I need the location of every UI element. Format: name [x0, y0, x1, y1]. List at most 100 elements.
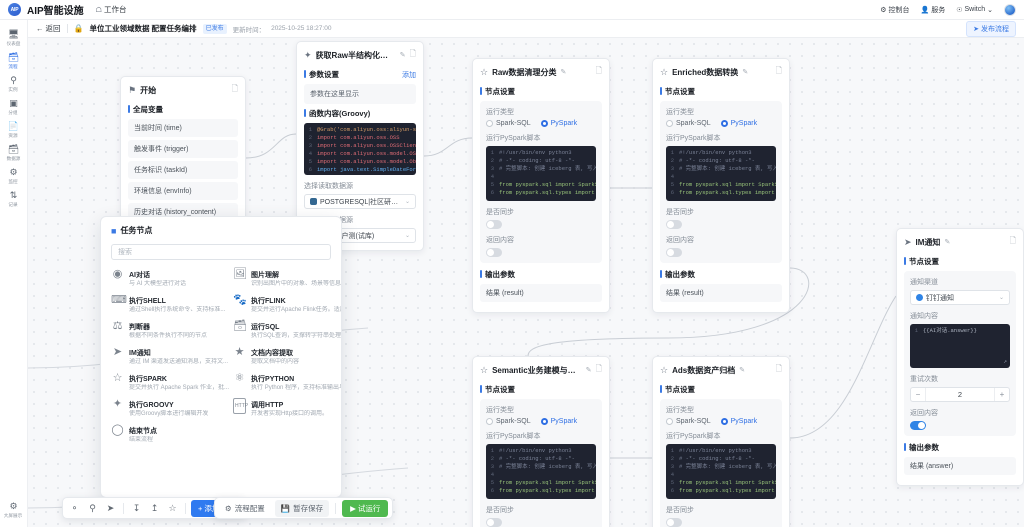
- copy-icon[interactable]: 🗋: [775, 66, 782, 75]
- node-enriched-data-transform[interactable]: ☆ Enriched数据转换 ✎ 🗋 节点设置 运行类型 Spark-SQL: [652, 58, 790, 313]
- align-up-icon[interactable]: ↥: [150, 502, 159, 513]
- palette-item-branch[interactable]: ⚖ 判断器 根据不同条件执行不同的节点: [111, 320, 229, 340]
- palette-item-end[interactable]: ◯ 结束节点 结束流程: [111, 424, 229, 444]
- copy-icon[interactable]: 🗋: [595, 66, 602, 75]
- radio-spark-sql[interactable]: Spark-SQL: [666, 418, 711, 425]
- palette-item-http[interactable]: HTTP 调用HTTP 开发者实现Http接口的调用。: [233, 398, 341, 418]
- top-bar: AIP AIP智能设施 ☖ 工作台 ⚙ 控制台 👤 服务 ☉ Switch ⌄: [0, 0, 1024, 20]
- node-title: Semantic业务建模与同步: [492, 365, 582, 375]
- topbar-service-link[interactable]: 👤 服务: [921, 5, 946, 15]
- sidebar-item-bigscreen[interactable]: ⚙ 大屏展示: [0, 498, 28, 521]
- section-label: 全局变量: [133, 105, 163, 114]
- return-content-toggle[interactable]: [910, 421, 926, 430]
- palette-item-doc-extract[interactable]: ★ 文档内容提取 提取文档中的内容: [233, 346, 341, 366]
- divider: [123, 502, 124, 514]
- pointer-icon[interactable]: ➤: [106, 502, 115, 513]
- back-button[interactable]: ← 返回: [36, 23, 61, 34]
- copy-icon[interactable]: 🗋: [775, 364, 782, 373]
- sidebar-item-resource[interactable]: 📄 资源: [0, 118, 28, 141]
- edit-pencil-icon[interactable]: ✎: [944, 239, 951, 246]
- test-run-button[interactable]: ▶ 试运行: [342, 499, 389, 517]
- sync-toggle[interactable]: [666, 518, 682, 527]
- sidebar-item-label: 记录: [8, 202, 19, 208]
- return-content-toggle[interactable]: [666, 248, 682, 257]
- sidebar-item-dashboard[interactable]: 🖥 仪表盘: [0, 26, 28, 49]
- topnav-item-workbench[interactable]: ☖ 工作台: [96, 4, 127, 15]
- sync-toggle[interactable]: [666, 220, 682, 229]
- node-raw-data-cleaning[interactable]: ☆ Raw数据清理分类 ✎ 🗋 节点设置 运行类型 Spark-SQL: [472, 58, 610, 313]
- node-ads-data-archive[interactable]: ☆ Ads数据资产归档 ✎ 🗋 节点设置 运行类型 Spark-SQL: [652, 356, 790, 527]
- topbar-switch-dropdown[interactable]: ☉ Switch ⌄: [956, 6, 993, 14]
- topbar-console-link[interactable]: ⚙ 控制台: [880, 5, 909, 15]
- edit-pencil-icon[interactable]: ✎: [560, 69, 567, 76]
- node-semantic-modeling-sync[interactable]: ☆ Semantic业务建模与同步 ✎ 🗋 节点设置 运行类型 Spark-SQ…: [472, 356, 610, 527]
- radio-pyspark[interactable]: PySpark: [540, 120, 577, 127]
- edit-pencil-icon[interactable]: ✎: [742, 69, 749, 76]
- sidebar-item-instance[interactable]: ⚲ 实例: [0, 72, 28, 95]
- edit-pencil-icon[interactable]: ✎: [399, 52, 406, 59]
- copy-icon[interactable]: 🗋: [1009, 236, 1016, 245]
- sidebar-item-datasource[interactable]: 🗃 数据源: [0, 141, 28, 164]
- code-editor-pyspark[interactable]: 1#!/usr/bin/env python3 2# -*- coding: u…: [666, 444, 776, 499]
- sidebar-item-monitor[interactable]: ⚙ 监控: [0, 164, 28, 187]
- palette-item-desc: 通过Shell执行系统命令、支持标准...: [129, 307, 226, 313]
- stepper-increment-button[interactable]: +: [994, 388, 1009, 401]
- code-editor-pyspark[interactable]: 1#!/usr/bin/env python3 2# -*- coding: u…: [486, 444, 596, 499]
- radio-dot-icon: [666, 120, 673, 127]
- palette-item-sql[interactable]: 🗃 运行SQL 执行SQL查询，支撑转字符串处理...: [233, 320, 341, 340]
- add-param-button[interactable]: 添加: [402, 71, 416, 79]
- expand-icon[interactable]: ↗: [1003, 358, 1007, 365]
- sidebar-item-flow[interactable]: 🗃 流程: [0, 49, 28, 72]
- avatar[interactable]: [1004, 3, 1016, 16]
- copy-icon[interactable]: 🗋: [595, 364, 602, 373]
- radio-pyspark[interactable]: PySpark: [720, 120, 757, 127]
- code-line-text: from pyspark.sql.types import: [499, 487, 595, 494]
- align-down-icon[interactable]: ↧: [132, 502, 141, 513]
- notify-channel-select[interactable]: 钉钉通知 ⌄: [910, 290, 1010, 305]
- sidebar-item-record[interactable]: ⇅ 记录: [0, 187, 28, 210]
- palette-item-ai-chat[interactable]: ◉ AI对话 与 AI 大模型进行对话: [111, 268, 229, 288]
- code-editor-pyspark[interactable]: 1#!/usr/bin/env python3 2# -*- coding: u…: [666, 146, 776, 201]
- edit-pencil-icon[interactable]: ✎: [739, 367, 746, 374]
- palette-item-python[interactable]: ⚛ 执行PYTHON 执行 Python 程序，支持标准输出与...: [233, 372, 341, 392]
- section-title-node-settings: 节点设置: [480, 384, 602, 395]
- code-line-number: 6: [490, 487, 494, 494]
- star-icon[interactable]: ☆: [168, 502, 177, 513]
- code-editor-pyspark[interactable]: 1#!/usr/bin/env python3 2# -*- coding: u…: [486, 146, 596, 201]
- radio-spark-sql[interactable]: Spark-SQL: [486, 120, 531, 127]
- return-content-toggle[interactable]: [486, 248, 502, 257]
- code-editor-notify-content[interactable]: 1{{AI对话.answer}} ↗: [910, 324, 1010, 368]
- task-node-palette[interactable]: ■ 任务节点 搜索 ◉ AI对话 与 AI 大模型进行对话 🖼 图片理解: [100, 216, 342, 498]
- palette-item-spark[interactable]: ☆ 执行SPARK 提交并执行 Apache Spark 作业，批...: [111, 372, 229, 392]
- stepper-decrement-button[interactable]: −: [911, 388, 926, 401]
- copy-icon[interactable]: 🗋: [409, 49, 416, 58]
- save-button[interactable]: 💾 暂存保存: [274, 499, 330, 517]
- zoom-in-icon[interactable]: ⚲: [89, 502, 96, 513]
- radio-pyspark[interactable]: PySpark: [540, 418, 577, 425]
- output-param-row: 结果 (result): [660, 284, 782, 302]
- radio-pyspark[interactable]: PySpark: [720, 418, 757, 425]
- sync-toggle[interactable]: [486, 518, 502, 527]
- publish-flow-button[interactable]: ➤ 发布流程: [966, 20, 1016, 37]
- radio-spark-sql[interactable]: Spark-SQL: [486, 418, 531, 425]
- node-im-notify[interactable]: ➤ IM通知 ✎ 🗋 节点设置 通知渠道 钉钉通知 ⌄ 通知内容: [896, 228, 1024, 486]
- palette-item-shell[interactable]: ⌨ 执行SHELL 通过Shell执行系统命令、支持标准...: [111, 294, 229, 314]
- sync-label: 是否同步: [486, 209, 514, 216]
- retry-stepper[interactable]: − 2 +: [910, 387, 1010, 402]
- edit-pencil-icon[interactable]: ✎: [585, 367, 592, 374]
- zoom-out-icon[interactable]: ⚬: [70, 502, 79, 513]
- palette-item-flink[interactable]: 🐾 执行FLINK 提交并运行Apache Flink任务。适用...: [233, 294, 341, 314]
- radio-spark-sql[interactable]: Spark-SQL: [666, 120, 711, 127]
- flow-config-button[interactable]: ⚙ 流程配置: [219, 500, 271, 517]
- palette-item-im-notify[interactable]: ➤ IM通知 通过 IM 渠道发送通知消息，支持文...: [111, 346, 229, 366]
- palette-item-image-understand[interactable]: 🖼 图片理解 识别出图片中的对象、场景等信息...: [233, 268, 341, 288]
- read-datasource-select[interactable]: POSTGRESQL|社区研发团队数据... ⌄: [304, 194, 416, 209]
- sync-toggle[interactable]: [486, 220, 502, 229]
- search-input[interactable]: 搜索: [111, 244, 331, 260]
- copy-icon[interactable]: 🗋: [231, 84, 238, 93]
- sidebar-item-group[interactable]: ▣ 分组: [0, 95, 28, 118]
- flow-canvas[interactable]: ⚑ 开始 🗋 全局变量 当前时间 (time) 触发事件 (trigger) 任…: [28, 38, 1024, 527]
- resource-icon: 📄: [7, 121, 20, 131]
- palette-item-groovy[interactable]: ✦ 执行GROOVY 使用Groovy脚本进行编辑开发: [111, 398, 229, 418]
